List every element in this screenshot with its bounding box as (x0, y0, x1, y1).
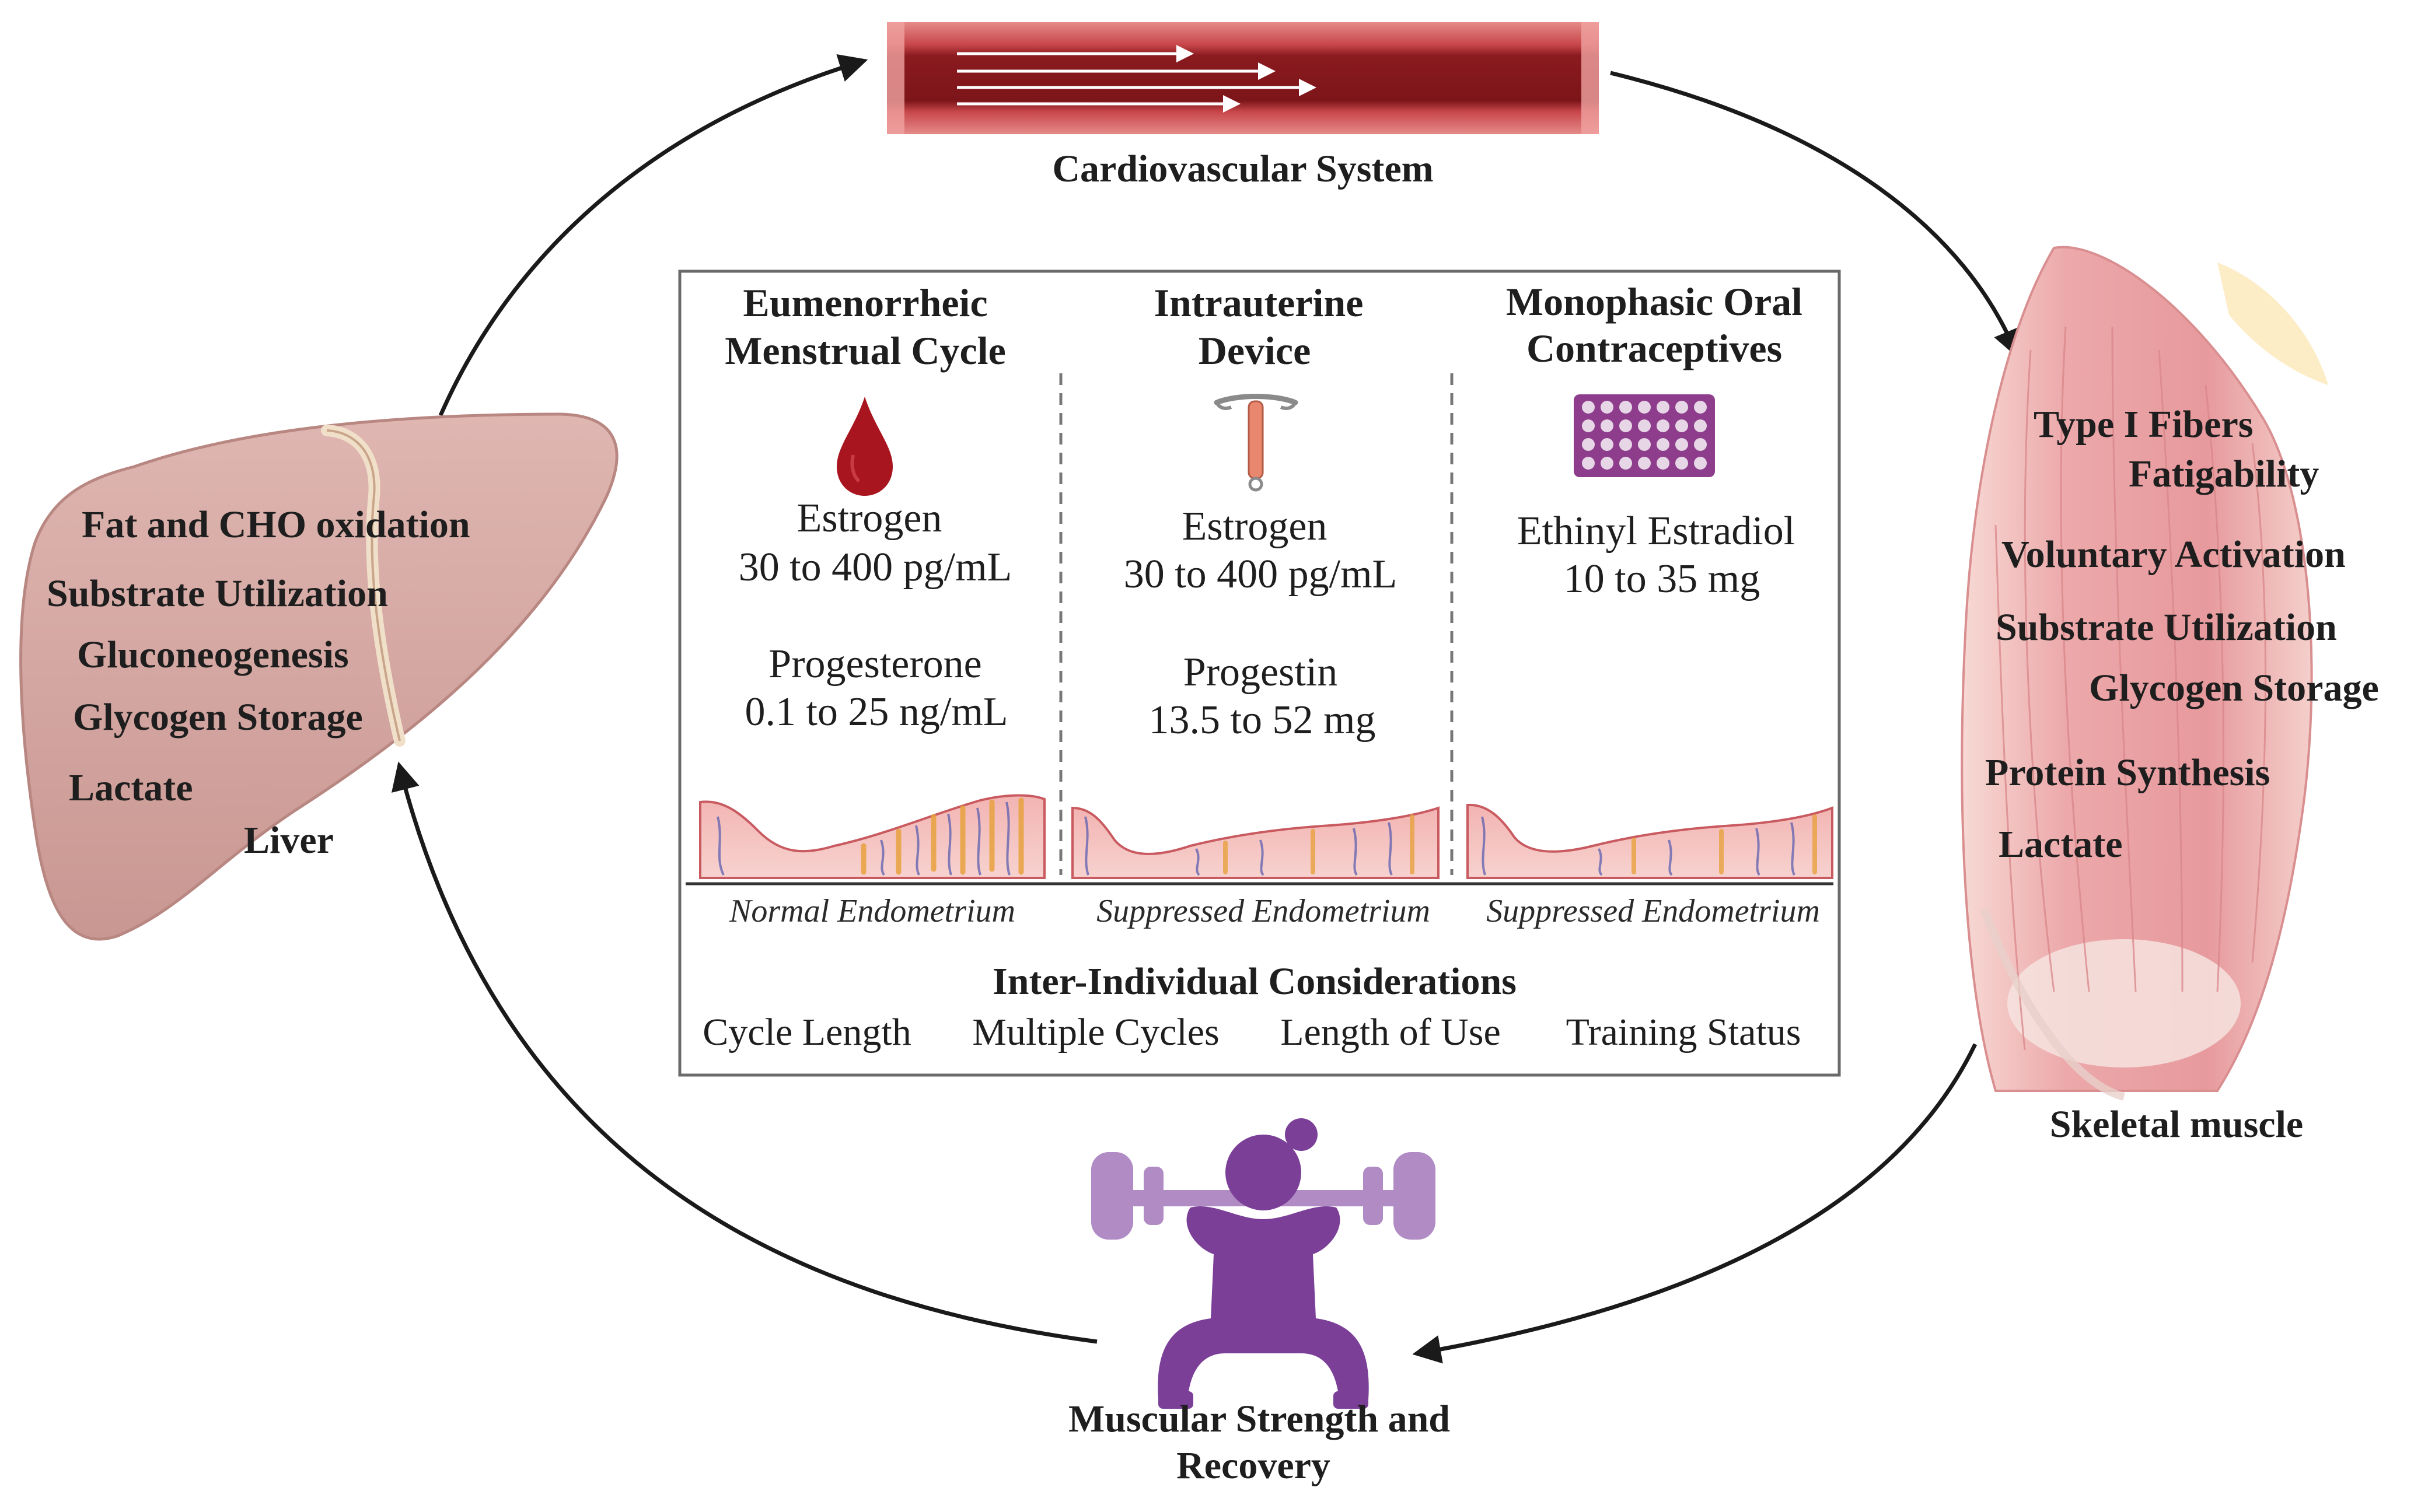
column-2-hormone2-range: 13.5 to 52 mg (1148, 698, 1376, 743)
consideration-length-of-use: Length of Use (1280, 1011, 1501, 1054)
label-skeletal-muscle: Skeletal muscle (2049, 1103, 2304, 1146)
pill-dot (1657, 401, 1669, 414)
blood-vessel-icon (887, 22, 1599, 134)
liver-icon (19, 412, 619, 941)
muscle-item-fatigability: Fatigability (2129, 453, 2319, 495)
arrow-muscle-to-athlete (1412, 1043, 1978, 1364)
pill-dot (1601, 401, 1613, 414)
column-3-hormone1-range: 10 to 35 mg (1563, 556, 1760, 601)
pill-dot (1619, 419, 1632, 432)
pill-dot (1657, 419, 1669, 432)
pill-dot (1582, 438, 1595, 451)
column-3-title-line2: Contraceptives (1526, 326, 1783, 370)
pill-dot (1619, 401, 1632, 414)
liver-item-gluconeogenesis: Gluconeogenesis (77, 634, 349, 676)
column-1-title-line2: Menstrual Cycle (725, 328, 1006, 373)
label-liver: Liver (244, 819, 334, 862)
arrow-liver-to-vessel (438, 54, 868, 416)
arrow-athlete-to-liver (391, 761, 1098, 1344)
endometrium-normal (699, 794, 1046, 879)
pill-dot (1582, 419, 1595, 432)
pill-dot (1601, 457, 1613, 470)
pill-dot (1582, 401, 1595, 414)
pill-dot (1582, 457, 1595, 470)
column-1-hormone1-range: 30 to 400 pg/mL (738, 545, 1012, 590)
pill-dot (1694, 457, 1707, 470)
arrow-vessel-to-muscle (1610, 71, 2021, 359)
pill-dot (1675, 419, 1688, 432)
column-2-title-line1: Intrauterine (1154, 281, 1364, 325)
muscle-item-protein-synthesis: Protein Synthesis (1985, 751, 2270, 794)
label-muscular-strength-line2: Recovery (1176, 1444, 1330, 1487)
pill-dot (1675, 438, 1688, 451)
endometrium-suppressed-oc (1466, 803, 1833, 879)
pill-dot (1694, 438, 1707, 451)
liver-item-lactate: Lactate (69, 766, 193, 809)
pill-dot (1675, 457, 1688, 470)
pill-dot (1638, 438, 1651, 451)
consideration-training-status: Training Status (1566, 1011, 1801, 1054)
pill-dot (1694, 419, 1707, 432)
muscle-item-voluntary-activation: Voluntary Activation (2001, 533, 2346, 576)
column-1-hormone1-name: Estrogen (796, 496, 942, 541)
pill-dot (1675, 401, 1688, 414)
column-1-hormone2-name: Progesterone (768, 642, 982, 687)
pill-dot (1601, 438, 1613, 451)
muscle-item-substrate-utilization: Substrate Utilization (1996, 606, 2337, 649)
pill-dot (1638, 401, 1651, 414)
weightlifter-icon (1091, 1118, 1435, 1409)
pill-dot (1638, 419, 1651, 432)
pill-dot (1694, 401, 1707, 414)
pill-dot (1657, 457, 1669, 470)
muscle-item-lactate: Lactate (1999, 823, 2123, 866)
liver-item-fat-cho-oxidation: Fat and CHO oxidation (82, 503, 470, 546)
endometrium-suppressed-iud (1071, 806, 1440, 879)
muscle-item-glycogen-storage: Glycogen Storage (2089, 667, 2379, 709)
column-1-title-line1: Eumenorrheic (743, 281, 988, 325)
pill-dot (1657, 438, 1669, 451)
considerations-title: Inter-Individual Considerations (993, 960, 1517, 1003)
column-2-hormone2-name: Progestin (1183, 650, 1338, 695)
column-2-endometrium-caption: Suppressed Endometrium (1096, 893, 1430, 929)
column-3-hormone1-name: Ethinyl Estradiol (1517, 509, 1795, 554)
column-2-hormone1-name: Estrogen (1182, 504, 1327, 549)
pill-dot (1638, 457, 1651, 470)
pill-dot (1619, 457, 1632, 470)
pill-dot (1619, 438, 1632, 451)
consideration-cycle-length: Cycle Length (703, 1011, 911, 1054)
muscle-icon (1961, 246, 2328, 1101)
consideration-multiple-cycles: Multiple Cycles (972, 1011, 1220, 1054)
liver-item-glycogen-storage: Glycogen Storage (73, 696, 363, 738)
label-muscular-strength-line1: Muscular Strength and (1068, 1398, 1451, 1440)
pill-dot (1601, 419, 1613, 432)
blood-drop-icon (837, 397, 893, 496)
liver-item-substrate-utilization: Substrate Utilization (47, 572, 388, 615)
column-2-hormone1-range: 30 to 400 pg/mL (1123, 552, 1398, 597)
column-1-hormone2-range: 0.1 to 25 ng/mL (745, 690, 1008, 734)
muscle-item-type-i-fibers: Type I Fibers (2034, 403, 2254, 446)
column-3-title-line1: Monophasic Oral (1505, 279, 1803, 324)
column-3-endometrium-caption: Suppressed Endometrium (1486, 893, 1820, 929)
column-1-endometrium-caption: Normal Endometrium (729, 893, 1015, 929)
iud-icon (1214, 394, 1298, 492)
pill-pack-icon (1574, 394, 1715, 477)
label-cardiovascular-system: Cardiovascular System (1052, 148, 1434, 190)
column-2-title-line2: Device (1198, 328, 1311, 373)
